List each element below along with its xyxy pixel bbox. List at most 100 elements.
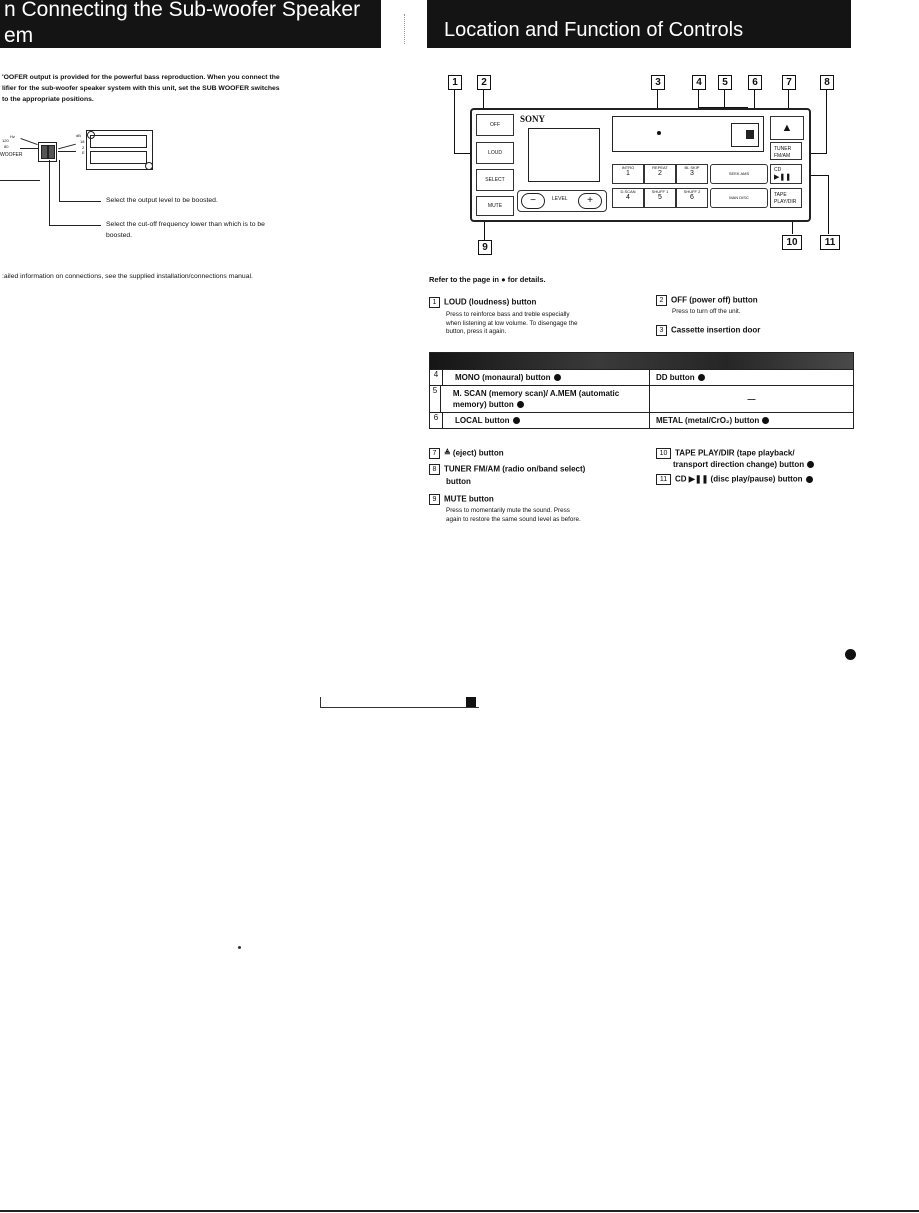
- item-tape-play-dir: 10 TAPE PLAY/DIR (tape playback/: [656, 448, 795, 459]
- man-disc-rocker[interactable]: MAN DISC: [710, 188, 768, 208]
- woofer-label: WOOFER: [0, 152, 23, 158]
- intro-line: 'OOFER output is provided for the powerf…: [2, 74, 280, 81]
- subwoofer-switch-pair[interactable]: [38, 142, 57, 162]
- tape-play-dir-button[interactable]: TAPE PLAY/DIR: [770, 188, 802, 208]
- row-right-text: —: [747, 395, 756, 404]
- display-window: [528, 128, 600, 182]
- page-ref-dot-icon: [516, 401, 524, 409]
- loud-button[interactable]: LOUD: [476, 142, 514, 164]
- callout-number: 8: [820, 75, 834, 90]
- mute-button[interactable]: MUTE: [476, 196, 514, 216]
- select-label: SELECT: [485, 177, 505, 183]
- car-stereo-front-panel: OFF LOUD SELECT MUTE SONY − LEVEL + ▲ TU…: [470, 108, 811, 222]
- item-off-desc: Press to turn off the unit.: [672, 308, 741, 315]
- cutoff-frequency-switch[interactable]: [41, 145, 48, 159]
- sony-logo: SONY: [520, 114, 546, 124]
- item-number: 7: [429, 448, 440, 459]
- connections-footnote: :ailed information on connections, see t…: [2, 273, 253, 280]
- off-label: OFF: [490, 122, 500, 128]
- cd-play-pause-button[interactable]: CD▶❚❚: [770, 164, 802, 184]
- page-ref-dot-icon: [512, 417, 520, 425]
- callout-number: 5: [718, 75, 732, 90]
- callout-cutoff-line1: Select the cut-off frequency lower than …: [106, 221, 265, 228]
- item-title: TAPE PLAY/DIR (tape playback/: [675, 448, 795, 458]
- intro-line: to the appropriate positions.: [2, 96, 94, 103]
- tuner-label: TUNER FM/AM: [774, 146, 792, 159]
- callout-number: 10: [782, 235, 802, 250]
- cassette-door-marker: [657, 131, 661, 135]
- off-button[interactable]: OFF: [476, 114, 514, 136]
- leader: [58, 143, 76, 150]
- preset-label: INTRO: [621, 165, 635, 170]
- item-number: 2: [656, 295, 667, 306]
- callout-number: 6: [748, 75, 762, 90]
- connector-box: [86, 130, 153, 170]
- output-level-switch[interactable]: [48, 145, 55, 159]
- select-button[interactable]: SELECT: [476, 169, 514, 191]
- diagram-edge: [0, 180, 40, 181]
- desc-line: again to restore the same sound level as…: [446, 515, 581, 523]
- desc-line: when listening at low volume. To disenga…: [446, 319, 578, 327]
- seek-ams-rocker[interactable]: SEEK AMS: [710, 164, 768, 184]
- item-title: OFF (power off) button: [671, 295, 758, 305]
- leader: [20, 148, 38, 149]
- level-label: 2: [82, 145, 85, 150]
- leader-5: [724, 90, 725, 120]
- scan-mark: [466, 697, 476, 707]
- item-mute-desc: Press to momentarily mute the sound. Pre…: [446, 507, 581, 524]
- callout-number: 4: [692, 75, 706, 90]
- item-loud-desc: Press to reinforce bass and treble espec…: [446, 311, 578, 337]
- page-ref-dot-icon: [807, 461, 815, 469]
- preset-label: BL SKIP: [684, 165, 700, 170]
- level-label: LEVEL: [552, 196, 568, 202]
- cassette-door[interactable]: [612, 116, 764, 152]
- item-number: 1: [429, 297, 440, 308]
- tuner-button[interactable]: TUNER FM/AM: [770, 142, 802, 160]
- column-divider: [404, 14, 406, 44]
- item-title: transport direction change) button: [673, 460, 805, 469]
- preset-label: D.SCAN: [620, 189, 636, 194]
- callout-line: [49, 160, 50, 226]
- leader-1: [454, 153, 484, 154]
- page-ref-dot-icon: [805, 476, 813, 483]
- local-switch[interactable]: [746, 130, 754, 139]
- mode-switch-cluster[interactable]: [731, 123, 759, 147]
- callout-number: 7: [782, 75, 796, 90]
- cd-label: CD: [774, 167, 782, 173]
- level-minus-button[interactable]: −: [521, 193, 545, 209]
- freq-label-80: 80: [4, 144, 9, 149]
- eject-button[interactable]: ▲: [770, 116, 804, 140]
- callout-number: 9: [478, 240, 492, 255]
- seek-label: SEEK AMS: [728, 171, 750, 176]
- connector-slot: [90, 151, 147, 164]
- leader-8: [796, 153, 826, 154]
- tape-label: TAPE PLAY/DIR: [774, 192, 797, 205]
- item-number: 10: [656, 448, 671, 459]
- leader-11: [828, 175, 829, 234]
- level-control: − LEVEL +: [517, 190, 607, 212]
- level-plus-button[interactable]: +: [578, 193, 602, 209]
- row-number: 6: [430, 413, 443, 428]
- row-left-text: M. SCAN (memory scan)/ A.MEM (automatic …: [452, 389, 620, 409]
- preset-label: SHUFF 2: [683, 189, 701, 194]
- man-label: MAN DISC: [729, 195, 749, 200]
- row-right-text: METAL (metal/CrO₂) button: [656, 416, 760, 425]
- leader-8: [826, 90, 827, 154]
- screw-icon: [145, 162, 153, 170]
- callout-number: 11: [820, 235, 840, 250]
- connector-slot: [90, 135, 147, 148]
- item-off: 2 OFF (power off) button: [656, 295, 758, 306]
- page-ref-dot-icon: [697, 374, 705, 382]
